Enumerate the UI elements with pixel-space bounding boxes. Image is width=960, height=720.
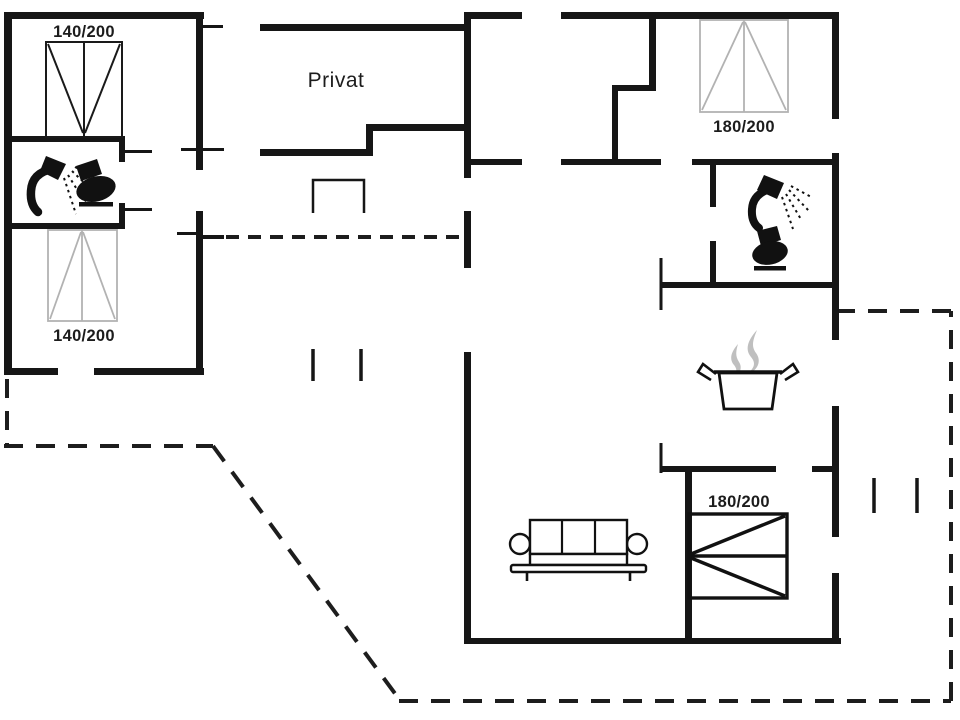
wall-segment <box>4 12 204 19</box>
wall-segment <box>4 368 58 375</box>
bed-top-right <box>699 19 789 113</box>
wall-segment <box>464 12 522 19</box>
wall-segment <box>692 159 832 165</box>
wall-segment <box>464 12 471 178</box>
wall-segment <box>464 352 471 644</box>
wall-segment <box>119 136 125 162</box>
sofa-armrest <box>508 532 532 556</box>
wall-segment <box>196 211 203 375</box>
wall-segment <box>464 638 841 644</box>
shower-hose <box>747 185 774 232</box>
wall-segment <box>612 85 618 165</box>
wall-segment <box>812 466 832 472</box>
bed-diagonal <box>701 21 744 111</box>
room-label-privat: Privat <box>308 69 365 92</box>
bed-diagonal <box>690 514 786 556</box>
steam-wisp <box>730 344 741 379</box>
door-jamb-tick <box>181 148 224 151</box>
bed-bottom-left <box>47 229 118 322</box>
bed-size-label: 140/200 <box>53 327 115 345</box>
toilet-icon <box>752 226 788 271</box>
bed-size-label: 140/200 <box>53 23 115 41</box>
wall-segment <box>366 124 373 156</box>
toilet-base <box>754 266 786 271</box>
shower-spray <box>781 185 814 230</box>
wall-segment <box>94 368 204 375</box>
bed-top-left <box>45 41 123 138</box>
toilet-icon <box>76 159 116 207</box>
bed-size-label: 180/200 <box>713 118 775 136</box>
shower-head <box>757 175 784 199</box>
sofa-back <box>528 518 629 556</box>
wall-segment <box>832 573 839 644</box>
pot-handle-right <box>779 362 800 382</box>
wall-segment <box>561 12 839 19</box>
wall-segment <box>832 406 839 537</box>
steam-wisp <box>746 330 759 375</box>
pot-handle-left <box>696 362 717 382</box>
wall-segment <box>660 466 776 472</box>
door-jamb-tick <box>119 150 152 153</box>
wall-segment <box>4 136 125 142</box>
wall-segment <box>260 149 373 156</box>
toilet-bowl <box>752 241 788 265</box>
wall-segment <box>561 159 661 165</box>
wall-segment <box>649 12 656 91</box>
wall-segment <box>196 12 203 170</box>
pot-with-steam-icon <box>696 330 800 411</box>
shower-head <box>40 156 66 180</box>
bed-diagonal <box>84 43 121 134</box>
walls <box>4 12 841 644</box>
bed-bottom-right <box>687 512 789 600</box>
shower-hose <box>26 164 57 217</box>
wall-segment <box>119 203 125 229</box>
sofa-icon <box>508 518 649 581</box>
bed-diagonal <box>47 43 84 134</box>
wall-segment <box>464 211 471 268</box>
bed-size-label: 180/200 <box>708 493 770 511</box>
closet-outline <box>311 178 366 213</box>
loft-boundary <box>196 235 464 239</box>
pot-body <box>717 371 779 411</box>
bed-diagonal <box>690 556 786 598</box>
wall-segment <box>260 24 466 31</box>
toilet-tank <box>757 226 781 246</box>
wall-stub <box>196 235 224 239</box>
wall-segment <box>710 165 716 207</box>
terrace-dash-diagonal <box>211 444 401 701</box>
door-jamb-tick <box>177 232 200 235</box>
sofa-armrest <box>625 532 649 556</box>
wall-segment <box>468 159 522 165</box>
toilet-base <box>79 202 113 207</box>
wall-segment <box>832 12 839 119</box>
wall-segment <box>612 85 656 91</box>
sofa-seat <box>528 552 629 567</box>
door-jamb-tick <box>202 25 223 28</box>
wall-segment <box>366 124 466 131</box>
toilet-bowl <box>76 175 116 203</box>
door-jamb-tick <box>119 208 152 211</box>
wall-segment <box>832 153 839 340</box>
terrace-boundary <box>4 309 953 703</box>
shower-head-icon <box>747 175 814 232</box>
bed-diagonal <box>744 21 787 111</box>
bed-diagonal <box>82 231 116 320</box>
wall-segment <box>710 241 716 288</box>
opening-ticks <box>311 349 919 513</box>
sofa-rail <box>509 563 648 574</box>
toilet-tank <box>76 159 102 181</box>
wall-segment <box>660 282 832 288</box>
wall-segment <box>4 223 125 229</box>
wall-segment <box>4 12 12 375</box>
bed-diagonal <box>49 231 82 320</box>
